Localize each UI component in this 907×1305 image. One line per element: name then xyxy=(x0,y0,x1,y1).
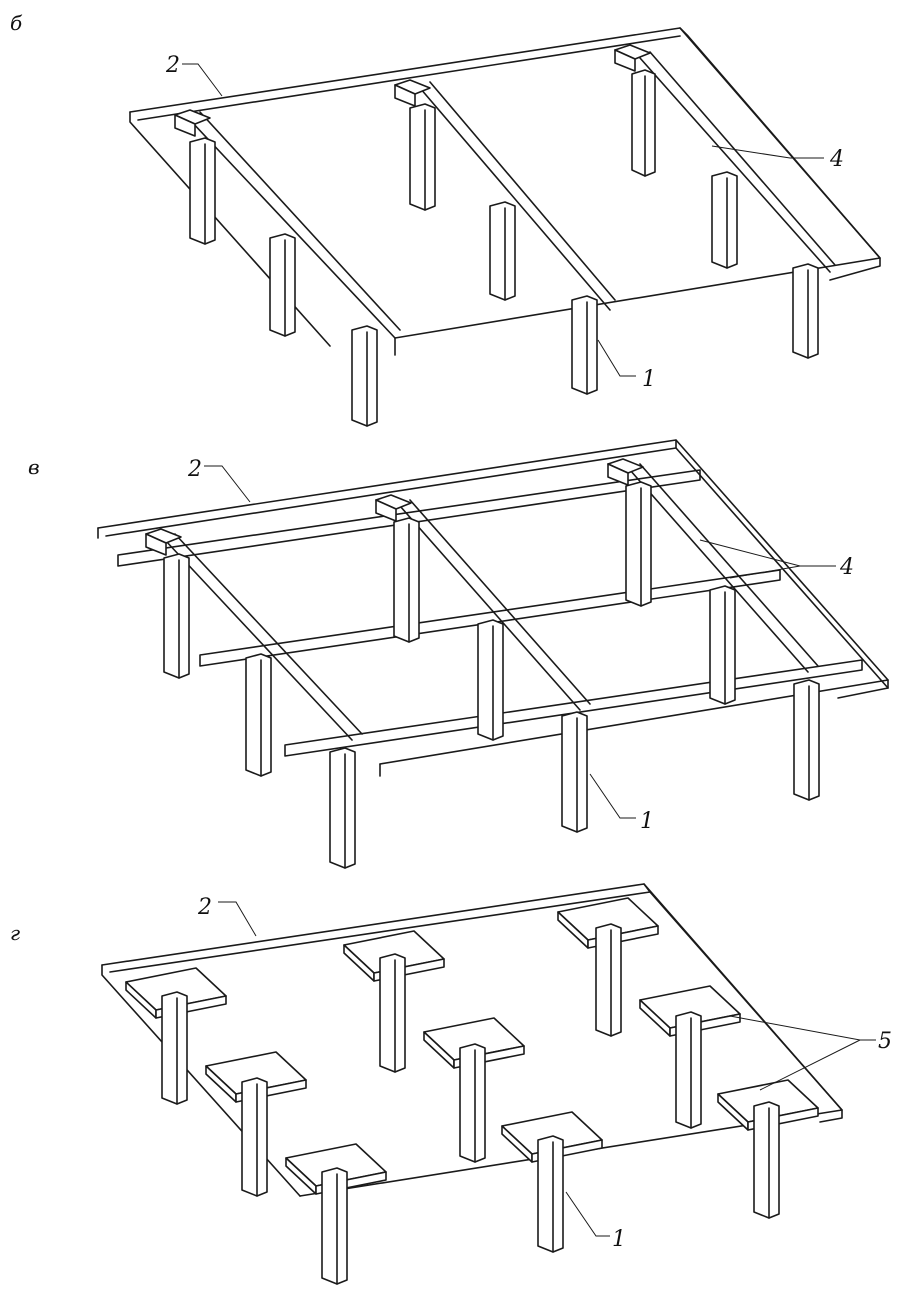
panel-v-label-beam: 4 xyxy=(839,555,854,580)
panel-b-label-column: 1 xyxy=(642,367,656,392)
panel-b-callouts xyxy=(182,63,824,377)
panel-g-label-slab: 2 xyxy=(197,895,212,920)
panel-b-label-slab: 2 xyxy=(165,53,180,78)
panel-v-slab xyxy=(97,439,889,777)
panel-g-callouts xyxy=(218,901,876,1237)
panel-v: в xyxy=(28,439,889,869)
panel-v-columns xyxy=(145,458,820,869)
panel-v-label-slab: 2 xyxy=(187,457,202,482)
panel-b-columns xyxy=(174,44,819,427)
panel-b-label-beam: 4 xyxy=(829,147,844,172)
panel-b-slab xyxy=(129,27,881,356)
panel-v-beams xyxy=(117,463,863,757)
panel-g-label-column: 1 xyxy=(612,1227,626,1252)
panel-g-label-capital: 5 xyxy=(878,1029,892,1054)
panel-b-beams xyxy=(189,51,836,339)
panel-g: г xyxy=(10,883,892,1285)
panel-v-label-column: 1 xyxy=(640,809,654,834)
panel-g-letter: г xyxy=(10,921,20,945)
panel-b-letter: б xyxy=(10,11,23,35)
panel-v-letter: в xyxy=(28,455,40,479)
panel-b: б xyxy=(10,11,881,427)
panel-v-callouts xyxy=(204,465,836,819)
panel-g-columns xyxy=(161,923,780,1285)
